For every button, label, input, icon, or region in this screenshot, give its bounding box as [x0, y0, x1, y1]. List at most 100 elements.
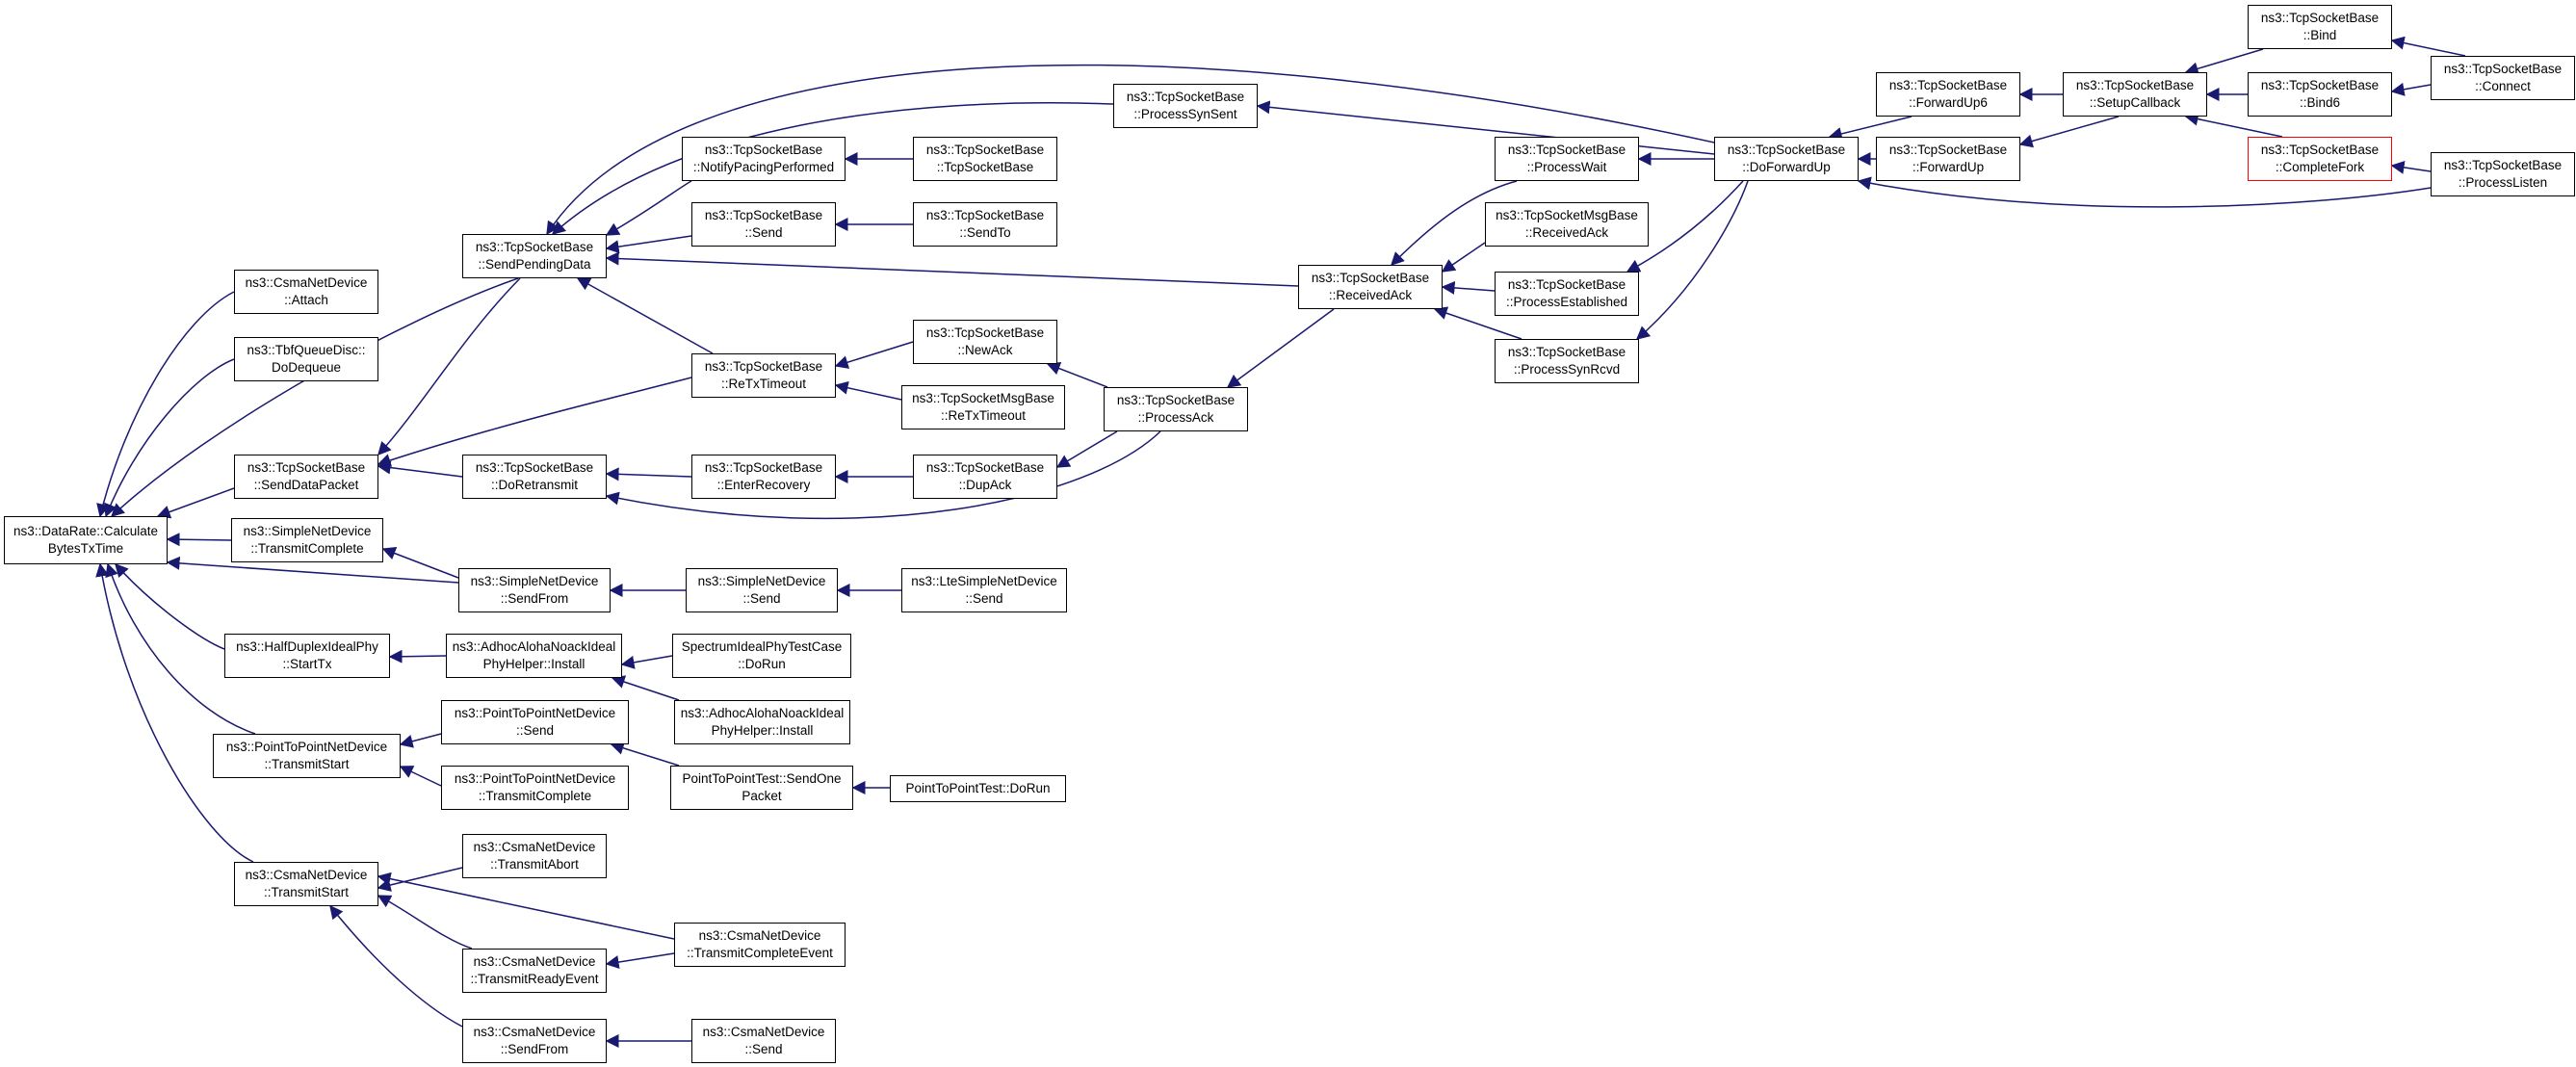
node-csmanetdevice-sendfrom[interactable]: ns3::CsmaNetDevice::SendFrom — [462, 1019, 607, 1063]
edge-send-data-packet-from-send-pending-data — [377, 277, 521, 456]
edge-retx-timeout-from-new-ack — [834, 341, 914, 369]
edge-do-forward-up-from-process-listen — [1857, 176, 2432, 208]
edge-received-ack-from-process-syn-rcvd — [1433, 306, 1522, 340]
edge-bind-from-connect — [2390, 36, 2466, 57]
edge-root-from-half-duplex-starttx — [115, 562, 225, 650]
node-tcpsocketbase-receivedack[interactable]: ns3::TcpSocketBase::ReceivedAck — [1298, 265, 1443, 309]
edge-root-from-send-data-packet — [156, 487, 235, 519]
node-tcpsocketbase-setupcallback[interactable]: ns3::TcpSocketBase::SetupCallback — [2063, 72, 2207, 117]
edge-received-ack-from-process-wait — [1391, 180, 1518, 266]
node-pointtopointnetdevice-transmitstart[interactable]: ns3::PointToPointNetDevice::TransmitStar… — [213, 734, 401, 778]
edge-process-established-from-do-forward-up — [1626, 180, 1744, 273]
node-tcpsocketbase-processlisten[interactable]: ns3::TcpSocketBase::ProcessListen — [2431, 152, 2575, 196]
edge-root-from-simple-tx-complete — [166, 533, 232, 547]
edge-send-pending-data-from-retx-timeout — [576, 277, 714, 354]
edge-adhoc-install-1-from-adhoc-install-2 — [611, 675, 680, 701]
node-tbfqueuedisc-dodequeue[interactable]: ns3::TbfQueueDisc::DoDequeue — [234, 337, 378, 381]
node-csmanetdevice-transmitreadyevent[interactable]: ns3::CsmaNetDevice::TransmitReadyEvent — [462, 949, 607, 993]
node-halfduplexidealphy-starttx[interactable]: ns3::HalfDuplexIdealPhy::StartTx — [224, 634, 390, 678]
edge-setup-callback-from-bind — [2184, 48, 2264, 76]
node-simplenetdevice-transmitcomplete[interactable]: ns3::SimpleNetDevice::TransmitComplete — [231, 518, 383, 562]
edge-root-from-csma-tx-start — [95, 562, 254, 863]
node-tcpsocketbase-dupack[interactable]: ns3::TcpSocketBase::DupAck — [913, 455, 1057, 499]
node-tcpsocketbase-processsynsent[interactable]: ns3::TcpSocketBase::ProcessSynSent — [1113, 84, 1258, 128]
edge-csma-tx-start-from-csma-tx-ready — [377, 895, 473, 950]
node-tcpsocketbase-doretransmit[interactable]: ns3::TcpSocketBase::DoRetransmit — [462, 455, 607, 499]
edge-send-pending-data-from-do-forward-up — [546, 64, 1715, 236]
edge-setup-callback-from-complete-fork — [2184, 112, 2283, 138]
node-csmanetdevice-attach[interactable]: ns3::CsmaNetDevice::Attach — [234, 270, 378, 314]
edge-p2p-tx-start-from-p2p-send — [399, 733, 442, 748]
node-tcpsocketmsgbase-receivedack[interactable]: ns3::TcpSocketMsgBase::ReceivedAck — [1485, 202, 1649, 247]
node-csmanetdevice-transmitcompleteevent[interactable]: ns3::CsmaNetDevice::TransmitCompleteEven… — [674, 923, 846, 967]
edge-csma-tx-ready-from-csma-tx-complete-event — [605, 952, 675, 969]
edge-send-pending-data-from-process-syn-sent — [551, 102, 1114, 235]
edge-csma-tx-start-from-csma-tx-abort — [377, 867, 463, 892]
node-tcpsocketbase-senddatapacket[interactable]: ns3::TcpSocketBase::SendDataPacket — [234, 455, 378, 499]
node-csmanetdevice-transmitabort[interactable]: ns3::CsmaNetDevice::TransmitAbort — [462, 834, 607, 878]
edge-new-ack-from-process-ack — [1046, 362, 1108, 388]
node-tcpsocketbase-processwait[interactable]: ns3::TcpSocketBase::ProcessWait — [1495, 137, 1639, 181]
edge-retx-timeout-from-msgbase-retx — [834, 380, 902, 401]
edge-csma-tx-start-from-csma-send-from — [329, 904, 463, 1028]
node-tcpsocketbase-processestablished[interactable]: ns3::TcpSocketBase::ProcessEstablished — [1495, 272, 1639, 316]
node-csmanetdevice-send[interactable]: ns3::CsmaNetDevice::Send — [691, 1019, 836, 1063]
edge-process-ack-from-received-ack — [1226, 308, 1335, 388]
edge-process-syn-rcvd-from-do-forward-up — [1635, 180, 1749, 340]
node-simplenetdevice-sendfrom[interactable]: ns3::SimpleNetDevice::SendFrom — [458, 568, 611, 612]
node-tcpsocketbase-newack[interactable]: ns3::TcpSocketBase::NewAck — [913, 320, 1057, 364]
node-spectrumidealphytestcase-dorun[interactable]: SpectrumIdealPhyTestCase::DoRun — [672, 634, 851, 678]
node-tcpsocketbase-notifypacingperformed[interactable]: ns3::TcpSocketBase::NotifyPacingPerforme… — [682, 137, 846, 181]
edge-forward-up-from-setup-callback — [2018, 116, 2120, 148]
edge-received-ack-from-msgbase-received-ack — [1441, 242, 1486, 273]
node-csmanetdevice-transmitstart[interactable]: ns3::CsmaNetDevice::TransmitStart — [234, 862, 378, 906]
edge-complete-fork-from-process-listen — [2390, 160, 2432, 174]
node-ltesimplenetdevice-send[interactable]: ns3::LteSimpleNetDevice::Send — [901, 568, 1067, 612]
edge-p2p-tx-start-from-p2p-tx-complete — [399, 766, 442, 787]
node-tcpsocketbase-doforwardup[interactable]: ns3::TcpSocketBase::DoForwardUp — [1714, 137, 1859, 181]
edge-p2p-send-from-p2p-test-send-one — [610, 742, 680, 767]
node-pointtopointnetdevice-transmitcomplete[interactable]: ns3::PointToPointNetDevice::TransmitComp… — [441, 766, 629, 810]
node-tcpsocketbase-sendpendingdata[interactable]: ns3::TcpSocketBase::SendPendingData — [462, 234, 607, 278]
node-pointtopointtest-dorun[interactable]: PointToPointTest::DoRun — [890, 775, 1066, 802]
edge-do-retransmit-from-enter-recovery — [605, 467, 692, 481]
edge-adhoc-install-1-from-spectrum-dorun — [620, 655, 673, 669]
edge-do-forward-up-from-forward-up6 — [1828, 116, 1912, 141]
edge-send-pending-data-from-notify-pacing — [605, 180, 692, 236]
edge-root-from-tbf-dequeue — [104, 358, 235, 518]
node-tcpsocketbase-bind[interactable]: ns3::TcpSocketBase::Bind — [2248, 5, 2392, 49]
node-tcpsocketbase-bind6[interactable]: ns3::TcpSocketBase::Bind6 — [2248, 72, 2392, 117]
node-simplenetdevice-send[interactable]: ns3::SimpleNetDevice::Send — [686, 568, 838, 612]
node-tcpsocketbase-enterrecovery[interactable]: ns3::TcpSocketBase::EnterRecovery — [691, 455, 836, 499]
edge-csma-tx-start-from-csma-tx-complete-event — [377, 872, 675, 940]
edge-root-from-simple-send-from — [166, 556, 459, 584]
node-tcpsocketbase-sendto[interactable]: ns3::TcpSocketBase::SendTo — [913, 202, 1057, 247]
edge-half-duplex-starttx-from-adhoc-install-1 — [388, 649, 447, 664]
edge-received-ack-from-process-established — [1441, 280, 1496, 295]
node-tcpsocketbase-processack[interactable]: ns3::TcpSocketBase::ProcessAck — [1104, 387, 1248, 431]
edge-send-pending-data-from-tcp-send — [605, 235, 692, 254]
node-pointtopointnetdevice-send[interactable]: ns3::PointToPointNetDevice::Send — [441, 700, 629, 744]
node-tcpsocketmsgbase-retxtimeout[interactable]: ns3::TcpSocketMsgBase::ReTxTimeout — [901, 385, 1065, 429]
edge-dup-ack-from-process-ack — [1055, 430, 1118, 468]
edge-send-data-packet-from-do-retransmit — [377, 460, 463, 478]
edge-root-from-p2p-tx-start — [105, 562, 256, 735]
edge-simple-tx-complete-from-simple-send-from — [381, 546, 459, 579]
node-tcpsocketbase-processsynrcvd[interactable]: ns3::TcpSocketBase::ProcessSynRcvd — [1495, 339, 1639, 383]
edge-send-pending-data-from-received-ack — [605, 251, 1299, 287]
edge-send-data-packet-from-retx-timeout — [377, 377, 692, 467]
node-tcpsocketbase-connect[interactable]: ns3::TcpSocketBase::Connect — [2431, 56, 2575, 100]
node-tcpsocketbase-completefork[interactable]: ns3::TcpSocketBase::CompleteFork — [2248, 137, 2392, 181]
node-tcpsocketbase-forwardup[interactable]: ns3::TcpSocketBase::ForwardUp — [1876, 137, 2020, 181]
node-tcpsocketbase-send[interactable]: ns3::TcpSocketBase::Send — [691, 202, 836, 247]
edge-do-retransmit-from-process-ack — [605, 430, 1161, 520]
node-tcpsocketbase-tcpsocketbase[interactable]: ns3::TcpSocketBase::TcpSocketBase — [913, 137, 1057, 181]
node-tcpsocketbase-forwardup6[interactable]: ns3::TcpSocketBase::ForwardUp6 — [1876, 72, 2020, 117]
node-tcpsocketbase-retxtimeout[interactable]: ns3::TcpSocketBase::ReTxTimeout — [691, 353, 836, 398]
